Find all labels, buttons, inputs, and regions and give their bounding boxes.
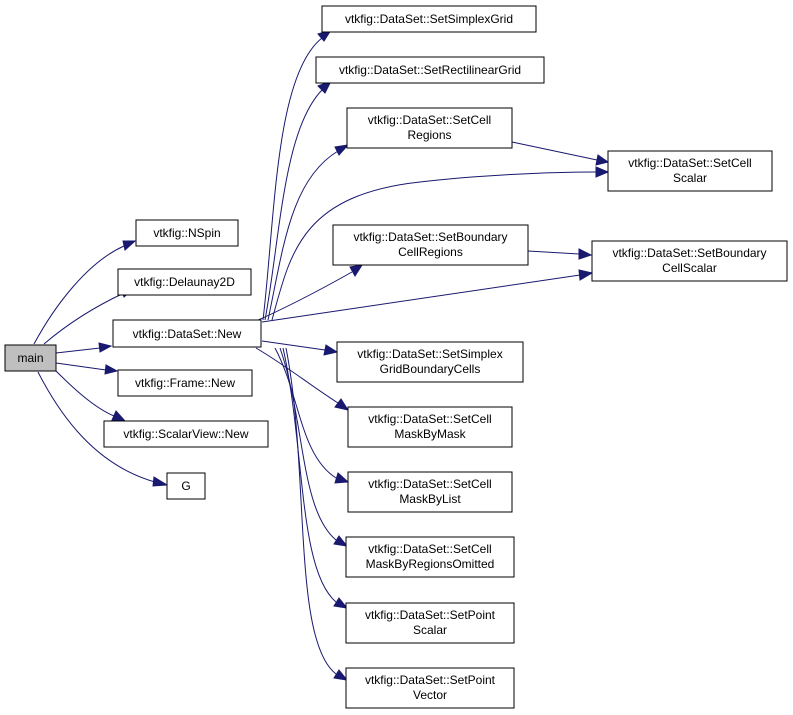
node-setpointvector-label-1: vtkfig::DataSet::SetPoint bbox=[365, 673, 496, 687]
node-setsimplexgridboundarycells[interactable]: vtkfig::DataSet::SetSimplex GridBoundary… bbox=[336, 341, 524, 383]
node-setpointvector[interactable]: vtkfig::DataSet::SetPoint Vector bbox=[345, 667, 515, 709]
node-setboundarycellscalar-label-2: CellScalar bbox=[662, 261, 717, 275]
node-setcellscalar[interactable]: vtkfig::DataSet::SetCell Scalar bbox=[607, 150, 773, 192]
node-setcellscalar-label-2: Scalar bbox=[673, 171, 707, 185]
node-setboundarycellregions-label-1: vtkfig::DataSet::SetBoundary bbox=[353, 230, 507, 244]
node-setsimplexgrid-label: vtkfig::DataSet::SetSimplexGrid bbox=[345, 12, 513, 26]
node-setboundarycellregions-label-2: CellRegions bbox=[398, 245, 463, 259]
node-setsimplexgridboundarycells-label-1: vtkfig::DataSet::SetSimplex bbox=[357, 347, 502, 361]
node-delaunay2d[interactable]: vtkfig::Delaunay2D bbox=[117, 268, 252, 296]
edge-datasetnew-setboundarycellregions bbox=[255, 264, 364, 322]
node-setcellscalar-label-1: vtkfig::DataSet::SetCell bbox=[628, 156, 751, 170]
node-setpointscalar-label-2: Scalar bbox=[413, 623, 447, 637]
node-main[interactable]: main bbox=[4, 344, 57, 372]
node-setsimplexgrid[interactable]: vtkfig::DataSet::SetSimplexGrid bbox=[321, 5, 537, 33]
node-setcellmaskbyregionsomitted-label-1: vtkfig::DataSet::SetCell bbox=[368, 542, 491, 556]
node-setpointscalar-label-1: vtkfig::DataSet::SetPoint bbox=[365, 608, 496, 622]
node-nspin[interactable]: vtkfig::NSpin bbox=[135, 219, 239, 247]
edge-main-scalarviewnew bbox=[55, 370, 127, 422]
node-delaunay2d-label: vtkfig::Delaunay2D bbox=[134, 275, 235, 289]
edge-datasetnew-setcellmaskbylist bbox=[274, 347, 350, 484]
node-setboundarycellscalar-label-1: vtkfig::DataSet::SetBoundary bbox=[612, 246, 766, 260]
edge-datasetnew-setcellmaskbymask bbox=[255, 347, 350, 411]
nodes: main vtkfig::NSpin vtkfig::Delaunay2D vt… bbox=[4, 5, 788, 709]
node-setpointscalar[interactable]: vtkfig::DataSet::SetPoint Scalar bbox=[345, 602, 515, 644]
node-setcellmaskbylist[interactable]: vtkfig::DataSet::SetCell MaskByList bbox=[347, 471, 513, 513]
node-datasetnew-label: vtkfig::DataSet::New bbox=[133, 327, 242, 341]
node-nspin-label: vtkfig::NSpin bbox=[153, 226, 220, 240]
node-setsimplexgridboundarycells-label-2: GridBoundaryCells bbox=[380, 362, 481, 376]
node-setcellmaskbyregionsomitted[interactable]: vtkfig::DataSet::SetCell MaskByRegionsOm… bbox=[345, 536, 515, 578]
node-setpointvector-label-2: Vector bbox=[413, 688, 447, 702]
node-setcellmaskbymask-label-1: vtkfig::DataSet::SetCell bbox=[368, 412, 491, 426]
node-setcellmaskbyregionsomitted-label-2: MaskByRegionsOmitted bbox=[366, 557, 495, 571]
node-setcellmaskbymask[interactable]: vtkfig::DataSet::SetCell MaskByMask bbox=[347, 406, 513, 448]
edge-main-nspin bbox=[33, 240, 137, 345]
node-setrectilineargrid-label: vtkfig::DataSet::SetRectilinearGrid bbox=[339, 63, 521, 77]
node-datasetnew[interactable]: vtkfig::DataSet::New bbox=[112, 319, 262, 348]
node-setcellmaskbymask-label-2: MaskByMask bbox=[394, 427, 466, 441]
edge-datasetnew-setcellregions bbox=[267, 144, 350, 321]
edge-setcellregions-setcellscalar bbox=[511, 141, 610, 166]
node-setcellregions[interactable]: vtkfig::DataSet::SetCell Regions bbox=[346, 107, 513, 149]
node-main-label: main bbox=[17, 351, 43, 365]
node-g-label: G bbox=[181, 479, 190, 493]
node-setcellmaskbylist-label-2: MaskByList bbox=[399, 492, 461, 506]
edge-datasetnew-setpointscalar bbox=[282, 347, 349, 609]
node-setcellregions-label-2: Regions bbox=[407, 128, 451, 142]
node-framenew-label: vtkfig::Frame::New bbox=[135, 376, 235, 390]
edge-main-framenew bbox=[55, 362, 119, 375]
edge-datasetnew-setpointvector bbox=[285, 347, 349, 681]
node-scalarviewnew-label: vtkfig::ScalarView::New bbox=[123, 427, 248, 441]
edge-main-g bbox=[37, 371, 169, 487]
node-setcellregions-label-1: vtkfig::DataSet::SetCell bbox=[368, 113, 491, 127]
edge-datasetnew-setsimplexgridboundarycells bbox=[261, 340, 339, 356]
edge-setboundarycellregions-setboundarycellscalar bbox=[527, 248, 593, 260]
node-setboundarycellregions[interactable]: vtkfig::DataSet::SetBoundary CellRegions bbox=[332, 224, 529, 266]
node-g[interactable]: G bbox=[166, 472, 206, 500]
node-framenew[interactable]: vtkfig::Frame::New bbox=[117, 369, 253, 397]
edge-datasetnew-setcellscalar bbox=[271, 166, 610, 321]
node-setrectilineargrid[interactable]: vtkfig::DataSet::SetRectilinearGrid bbox=[315, 56, 545, 84]
node-setcellmaskbylist-label-1: vtkfig::DataSet::SetCell bbox=[368, 477, 491, 491]
edge-datasetnew-setboundarycellscalar bbox=[261, 269, 594, 323]
node-setboundarycellscalar[interactable]: vtkfig::DataSet::SetBoundary CellScalar bbox=[591, 240, 788, 282]
node-scalarviewnew[interactable]: vtkfig::ScalarView::New bbox=[103, 420, 269, 448]
edge-main-datasetnew bbox=[55, 342, 113, 354]
